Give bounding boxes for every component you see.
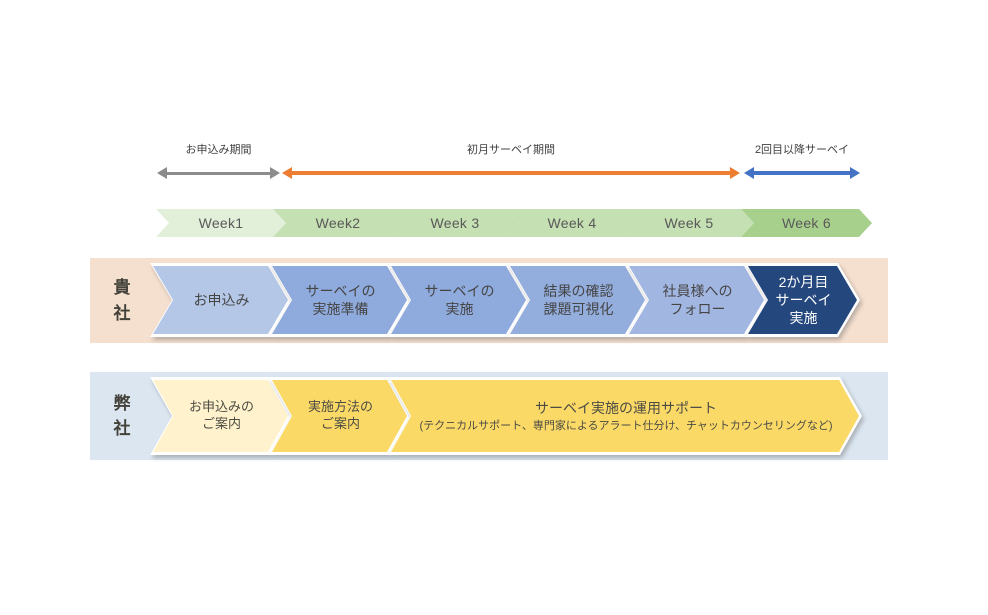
phase-label-application-period: お申込み期間 (185, 144, 252, 156)
your-company-step-4: 結果の確認 課題可視化 (507, 263, 648, 337)
chevron-fill (391, 266, 526, 334)
our-company-step-support: サーベイ実施の運用サポート (テクニカルサポート、専門家によるアラート仕分け、チ… (388, 377, 862, 455)
support-subtitle: (テクニカルサポート、専門家によるアラート仕分け、チャットカウンセリングなど) (419, 419, 833, 432)
week-label: Week 3 (430, 215, 480, 231)
arrow-left-head-icon (282, 167, 292, 179)
week-label: Week1 (198, 215, 244, 231)
chevron-label: 社員様への フォロー (662, 282, 733, 317)
week-label: Week 4 (547, 215, 597, 231)
arrow-bar (754, 171, 850, 175)
week-chevron-2: Week2 (273, 209, 403, 237)
phase-arrow-second-and-later-survey (744, 167, 860, 179)
chevron-label: 実施方法の ご案内 (307, 399, 373, 431)
chevron-fill (272, 266, 407, 334)
week-chevron-1: Week1 (156, 209, 286, 237)
week-chevron-4: Week 4 (507, 209, 637, 237)
arrow-left-head-icon (157, 167, 167, 179)
arrow-bar (292, 171, 730, 175)
chevron-fill (153, 380, 288, 452)
arrow-right-head-icon (270, 167, 280, 179)
arrow-right-head-icon (850, 167, 860, 179)
chevron-label: サーベイ実施の運用サポート (テクニカルサポート、専門家によるアラート仕分け、チ… (388, 377, 862, 455)
week-chevron-5: Week 5 (624, 209, 754, 237)
support-title: サーベイ実施の運用サポート (535, 399, 717, 416)
phase-arrow-first-month-survey-period (282, 167, 740, 179)
chevron-fill (391, 380, 859, 452)
arrow-right-head-icon (730, 167, 740, 179)
your-company-label: 貴 社 (113, 278, 131, 323)
week-label: Week 6 (781, 215, 831, 231)
week-label: Week2 (315, 215, 361, 231)
phase-arrow-application-period (157, 167, 280, 179)
chevron-label: お申込み (193, 291, 250, 308)
chevron-fill (629, 266, 764, 334)
your-company-step-3: サーベイの 実施 (388, 263, 529, 337)
our-company-step-2: 実施方法の ご案内 (269, 377, 410, 455)
your-company-step-6: 2か月目 サーベイ 実施 (745, 263, 860, 337)
week-label: Week 5 (664, 215, 714, 231)
week-chevron-6: Week 6 (741, 209, 872, 237)
phase-label-first-month-survey-period: 初月サーベイ期間 (467, 144, 555, 156)
arrow-bar (167, 171, 270, 175)
chevron-label: お申込みの ご案内 (188, 399, 254, 431)
chevron-label: 2か月目 サーベイ 実施 (775, 273, 832, 327)
week-chevron-3: Week 3 (390, 209, 520, 237)
your-company-step-2: サーベイの 実施準備 (269, 263, 410, 337)
chevron-fill (510, 266, 645, 334)
chevron-fill (153, 266, 288, 334)
our-company-label: 弊 社 (113, 393, 131, 439)
chevron-label: サーベイの 実施準備 (305, 282, 376, 317)
chevron-label: サーベイの 実施 (424, 282, 495, 317)
chevron-label: 結果の確認 課題可視化 (543, 282, 614, 317)
phase-label-second-and-later-survey: 2回目以降サーベイ (754, 144, 850, 156)
our-company-step-1: お申込みの ご案内 (150, 377, 291, 455)
chevron-fill (272, 380, 407, 452)
your-company-step-5: 社員様への フォロー (626, 263, 767, 337)
your-company-step-1: お申込み (150, 263, 291, 337)
arrow-left-head-icon (744, 167, 754, 179)
